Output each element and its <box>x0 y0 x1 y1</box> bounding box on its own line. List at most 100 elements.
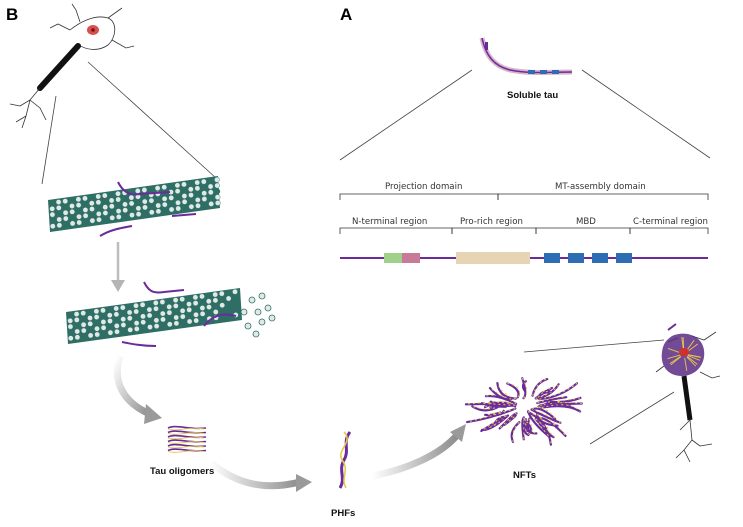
tau-detached <box>143 281 185 294</box>
tubulin-dimer <box>142 210 148 216</box>
tau-domain-map <box>340 252 708 264</box>
tubulin-dimer <box>139 307 146 314</box>
repeat-r2 <box>568 253 584 263</box>
tubulin-dimer <box>82 195 88 202</box>
tubulin-dimer <box>122 201 128 208</box>
tubulin-dimer <box>218 290 225 297</box>
label-phfs: PHFs <box>331 508 355 519</box>
phf-filament-icon <box>338 431 352 489</box>
tubulin-dimer <box>115 208 122 214</box>
tubulin-dimer <box>95 199 102 206</box>
tubulin-dimer <box>219 302 225 309</box>
tubulin-dimer <box>76 213 82 220</box>
tubulin-dimer <box>159 304 166 311</box>
tubulin-dimer <box>113 317 120 323</box>
zoom-line-a-right <box>581 69 711 159</box>
tubulin-dimer <box>50 223 56 229</box>
tubulin-dimer <box>69 197 75 204</box>
tubulin-dimer <box>114 328 120 335</box>
label-mbd: MBD <box>576 217 596 227</box>
repeat-r3 <box>592 253 608 263</box>
tubulin-dimer <box>179 302 186 308</box>
free-tubulin <box>252 330 260 338</box>
tubulin-dimer <box>114 323 120 329</box>
tubulin-dimer <box>76 219 82 226</box>
label-nfts: NFTs <box>513 470 536 481</box>
tubulin-dimer <box>120 304 126 311</box>
arrow-to-oligomers <box>113 354 152 418</box>
tubulin-dimer <box>113 311 120 318</box>
tubulin-dimer <box>69 209 75 215</box>
tubulin-dimer <box>120 327 127 334</box>
tubulin-dimer <box>181 181 187 188</box>
tubulin-dimer <box>166 309 173 316</box>
tubulin-dimer <box>67 312 73 318</box>
tubulin-dimer <box>168 206 175 213</box>
tubulin-dimer <box>199 299 205 306</box>
tubulin-dimer <box>214 182 220 189</box>
tubulin-dimer <box>161 195 168 202</box>
label-soluble-tau: Soluble tau <box>507 90 558 101</box>
tubulin-dimer <box>56 210 62 217</box>
tubulin-dimer <box>82 201 88 207</box>
tubulin-dimer <box>95 205 102 211</box>
tubulin-dimer <box>194 179 200 186</box>
tubulin-dimer <box>146 301 152 307</box>
tubulin-dimer <box>128 194 135 201</box>
tubulin-dimer <box>195 202 201 209</box>
free-tubulin <box>240 308 248 316</box>
tubulin-dimer <box>181 187 187 193</box>
tubulin-dimer <box>49 205 56 212</box>
tubulin-dimer <box>186 301 192 307</box>
tubulin-dimer <box>87 309 93 316</box>
tubulin-dimer <box>135 199 141 206</box>
tubulin-dimer <box>94 320 100 326</box>
tubulin-dimer <box>187 180 194 187</box>
tubulin-dimer <box>80 310 86 316</box>
zoom-line-a-left <box>339 69 473 161</box>
tubulin-dimer <box>194 197 201 203</box>
tubulin-dimer <box>115 202 122 209</box>
tubulin-dimer <box>133 326 140 332</box>
tubulin-dimer <box>67 323 74 330</box>
tubulin-dimer <box>146 312 153 319</box>
zoom-line-b-right <box>87 61 217 179</box>
label-projection-domain: Projection domain <box>385 182 462 192</box>
tubulin-dimer <box>107 318 113 324</box>
panel-letter-b: B <box>6 5 18 24</box>
tubulin-dimer <box>181 204 188 211</box>
tubulin-dimer <box>109 215 115 221</box>
tubulin-dimer <box>188 192 194 198</box>
soluble-tau-icon <box>479 37 573 75</box>
tubulin-dimer <box>133 302 139 309</box>
tubulin-dimer <box>166 321 173 328</box>
tubulin-dimer <box>87 321 93 327</box>
tubulin-dimer <box>88 194 95 201</box>
tubulin-dimer <box>201 196 208 202</box>
tubulin-dimer <box>140 325 147 331</box>
free-tubulin <box>254 308 262 316</box>
tubulin-dimer <box>153 311 159 318</box>
tubulin-dimer <box>62 204 69 210</box>
zoom-line-b-left <box>41 95 57 185</box>
tubulin-dimer <box>74 328 80 335</box>
tubulin-dimer <box>80 316 87 322</box>
tubulin-dimer <box>186 307 192 313</box>
tubulin-dimer <box>127 321 133 327</box>
tubulin-dimer <box>152 300 159 306</box>
tangled-neuron-icon <box>655 323 721 463</box>
tubulin-dimer <box>101 330 107 337</box>
free-tubulin <box>248 296 256 304</box>
tubulin-dimer <box>142 204 148 211</box>
tubulin-dimer <box>49 211 56 218</box>
tubulin-dimer <box>102 192 108 199</box>
tubulin-dimer <box>74 334 81 341</box>
tubulin-dimer <box>174 194 181 200</box>
tubulin-dimer <box>108 191 115 198</box>
tubulin-dimer <box>127 315 133 322</box>
tubulin-dimer <box>120 322 127 328</box>
tubulin-dimer <box>96 216 102 223</box>
tubulin-dimer <box>62 198 68 204</box>
tubulin-dimer <box>68 335 74 342</box>
tubulin-dimer <box>214 200 221 206</box>
